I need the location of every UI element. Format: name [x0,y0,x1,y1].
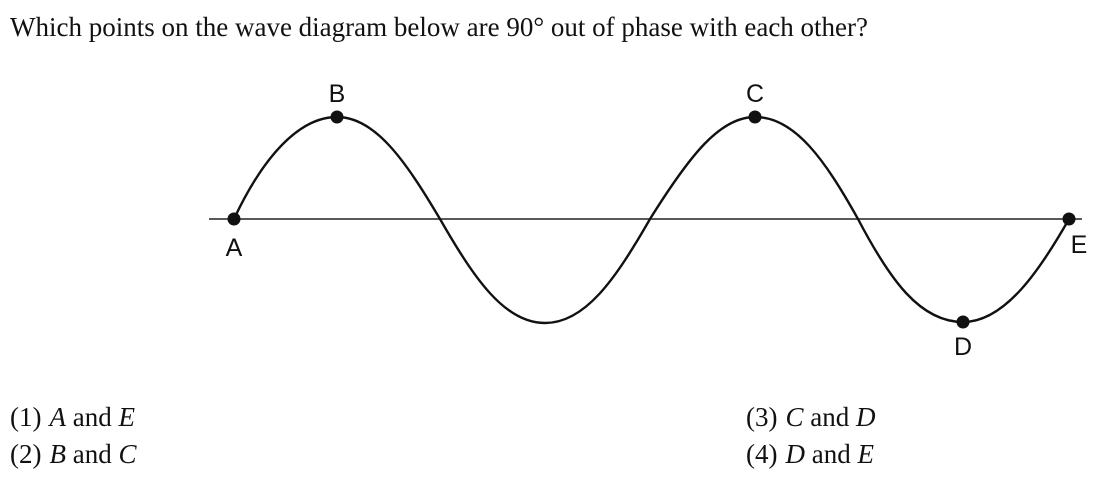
choice-second-point: E [118,402,135,432]
choice-second-point: D [855,402,876,432]
answer-choice-1[interactable]: (1)A and E [10,400,135,434]
choice-second-point: C [118,439,137,469]
point-b-dot [330,110,344,124]
point-c-label: C [746,80,764,108]
choice-first-point: A [49,402,66,432]
choice-second-point: E [857,439,874,469]
answer-choice-4[interactable]: (4)D and E [746,437,874,471]
point-a-label: A [226,234,243,262]
choice-number: (4) [746,439,778,469]
choice-conjunction: and [72,402,112,432]
question-text: Which points on the wave diagram below a… [10,12,869,42]
choice-conjunction: and [810,402,850,432]
point-e-label: E [1071,231,1088,259]
point-b-label: B [329,80,346,108]
answer-choice-3[interactable]: (3)C and D [746,400,875,434]
choice-conjunction: and [811,439,851,469]
choice-conjunction: and [72,439,112,469]
answer-choice-2[interactable]: (2)B and C [10,437,136,471]
point-a-dot [227,212,241,226]
choice-number: (1) [10,402,42,432]
choice-first-point: C [785,402,804,432]
choice-number: (2) [10,439,42,469]
point-c-dot [748,110,762,124]
point-d-dot [956,315,970,329]
wave-curve [232,115,1071,325]
choice-number: (3) [746,402,778,432]
point-e-dot [1062,212,1076,226]
choice-first-point: D [785,439,805,469]
point-d-label: D [954,333,972,361]
choice-first-point: B [49,439,66,469]
